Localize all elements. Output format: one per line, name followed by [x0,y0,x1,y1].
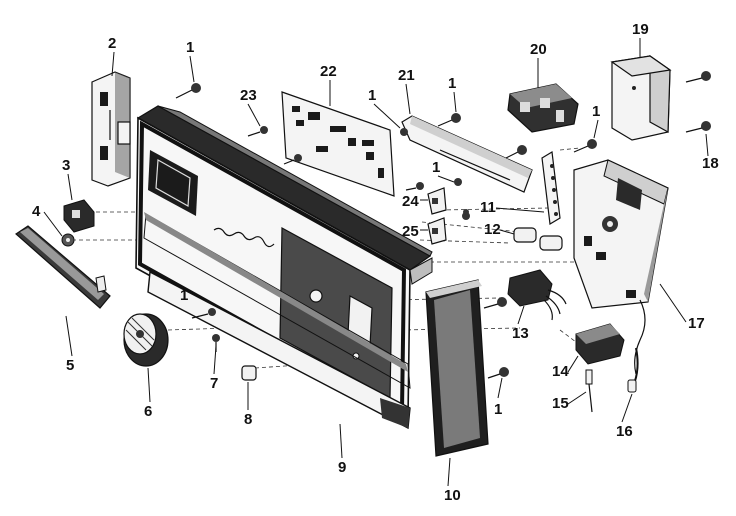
part-20-switch [507,83,579,133]
part-label: 1 [186,39,194,56]
part-10-grille-panel [425,279,489,457]
part-label: 6 [144,403,152,420]
part-label: 24 [402,193,419,210]
part-label: 1 [448,75,456,92]
part-15-pin [585,369,593,413]
part-label: 21 [398,67,415,84]
part-14-relay [575,323,625,365]
part-label: 1 [592,103,600,120]
part-22-mounting-plate [281,91,395,197]
part-label: 20 [530,41,547,58]
part-label: 22 [320,63,337,80]
part-3-clip [63,199,95,233]
part-19-cover [610,54,672,141]
part-2-side-bracket [91,71,131,187]
part-label: 3 [62,157,70,174]
part-label: 18 [702,155,719,172]
part-label: 17 [688,315,705,332]
part-label: 10 [444,487,461,504]
part-label: 12 [484,221,501,238]
part-11-terminal-strip [541,151,561,225]
part-label: 23 [240,87,257,104]
part-4-washer [61,233,75,247]
part-6-knob [123,313,169,367]
part-label: 2 [108,35,116,52]
part-label: 13 [512,325,529,342]
part-label: 25 [402,223,419,240]
part-label: 1 [368,87,376,104]
part-label: 15 [552,395,569,412]
part-25-clip [427,217,447,245]
part-label: 7 [210,375,218,392]
part-5-lever-strip [15,225,111,309]
part-21-bracket-strip [401,115,533,193]
part-16-sensor-lead [627,347,639,393]
screws [175,71,711,381]
callout-labels: 1 2 3 4 5 6 7 8 9 10 11 12 13 14 15 16 1… [32,21,719,504]
part-13-connector [507,269,567,321]
part-label: 11 [480,199,496,216]
part-label: 1 [432,159,440,176]
part-12-capacitors [513,227,563,251]
part-label: 16 [616,423,633,440]
part-label: 19 [632,21,649,38]
part-label: 1 [180,287,188,304]
part-label: 8 [244,411,252,428]
part-label: 9 [338,459,346,476]
part-9-console-panel [135,105,433,430]
part-label: 5 [66,357,74,374]
part-17-control-box [573,159,669,375]
part-label: 4 [32,203,41,220]
part-24-clip [427,187,447,215]
part-label: 1 [494,401,502,418]
callout-leaders [43,38,709,487]
part-label: 14 [552,363,569,380]
